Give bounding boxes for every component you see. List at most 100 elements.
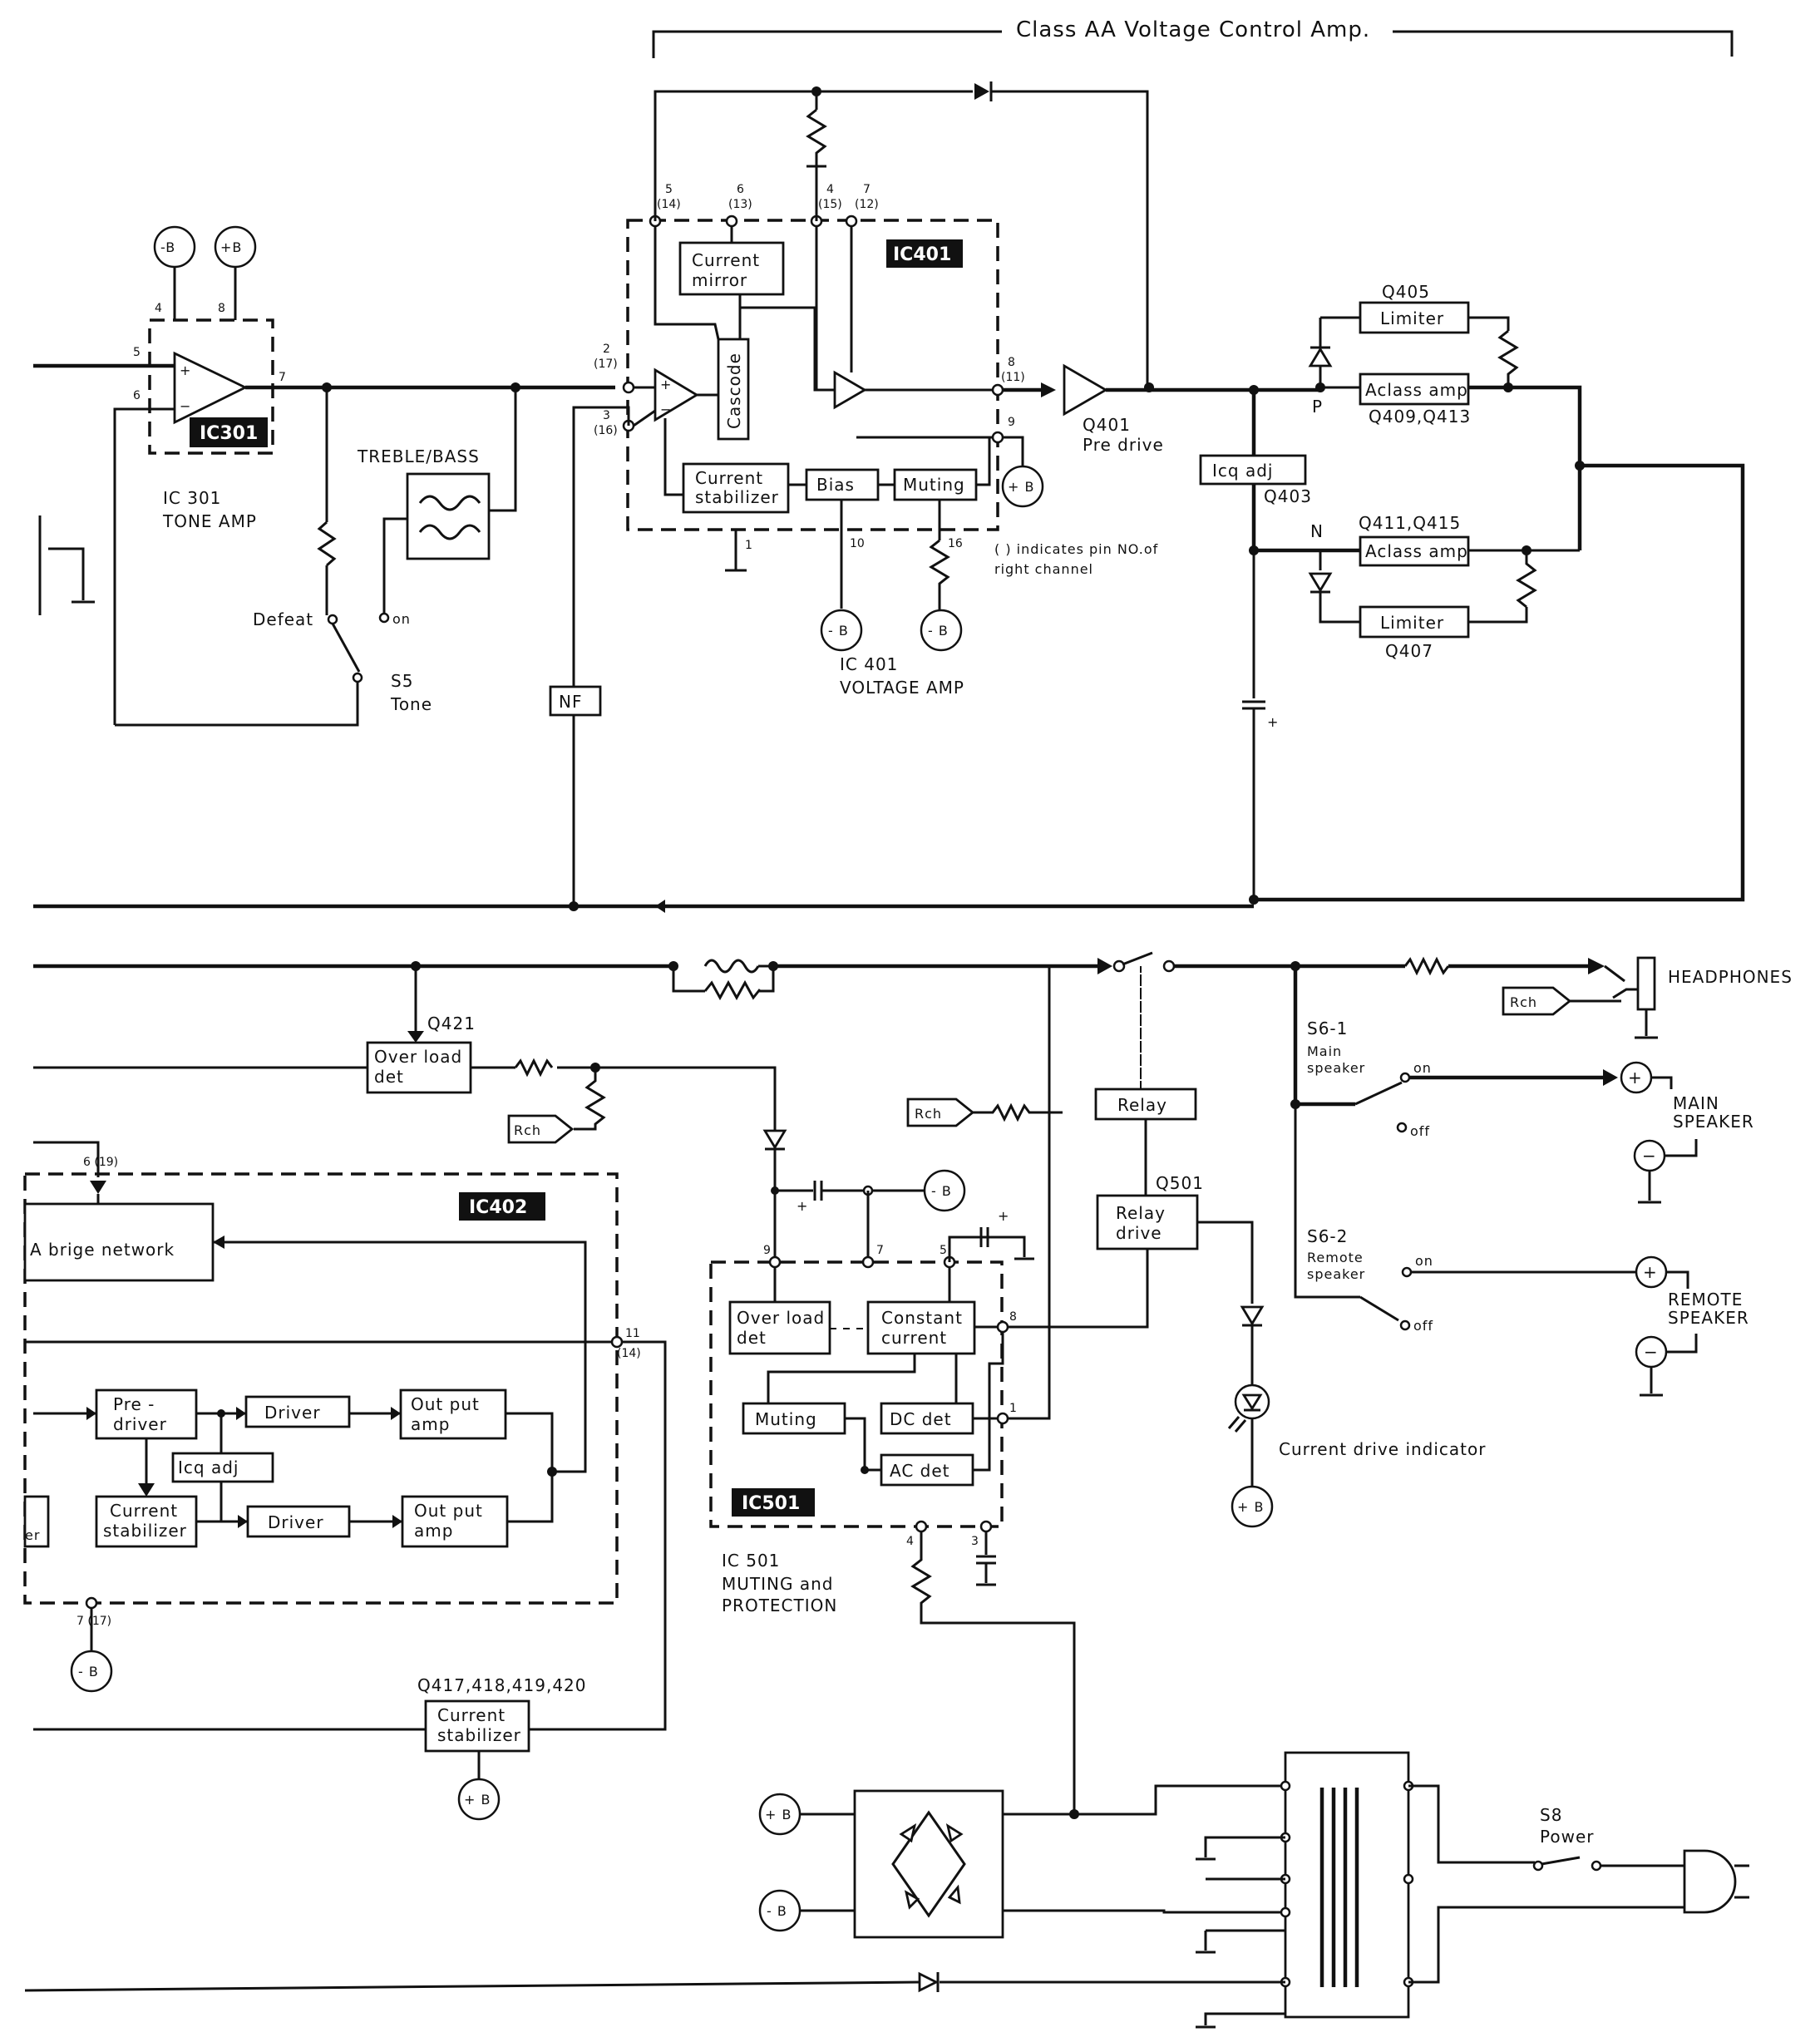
svg-text:Driver: Driver [268,1512,324,1532]
svg-text:6: 6 [133,389,141,402]
svg-text:stabilizer: stabilizer [437,1725,521,1745]
svg-text:Q417,418,419,420: Q417,418,419,420 [417,1675,587,1695]
svg-text:4: 4 [906,1535,914,1548]
ic501-section: + - B IC501 9 7 5 + Over load det Consta… [709,966,1076,1813]
svg-text:Over load: Over load [737,1308,825,1328]
svg-text:+: + [1267,714,1279,730]
svg-text:stabilizer: stabilizer [103,1521,187,1541]
svg-text:8: 8 [1009,1310,1017,1324]
svg-text:(14): (14) [617,1347,641,1360]
svg-text:Power: Power [1540,1827,1594,1847]
ic401-caption-2: VOLTAGE AMP [840,678,964,698]
svg-text:- B: - B [767,1903,787,1919]
ic402-section: IC402 6 (19) A brige network 11 (14) Pre… [23,1141,667,1731]
ic401-tag: IC401 [893,244,951,265]
svg-text:(14): (14) [657,198,681,211]
svg-text:speaker: speaker [1307,1060,1365,1076]
ic301-minus-b: -B [160,239,175,255]
svg-text:(15): (15) [818,198,842,211]
svg-text:NF: NF [559,692,582,712]
power-supply: + B - B [24,1751,1749,2029]
ic401-section: IC401 Current mirror Cascode + − Current… [594,183,1157,698]
svg-text:Current: Current [437,1705,506,1725]
svg-text:+: + [998,1208,1009,1224]
treble-bass-section: TREBLE/BASS on Defeat S5 Tone [253,387,517,714]
svg-text:(13): (13) [728,198,752,211]
s5-desc: Tone [390,694,432,714]
svg-text:Driver: Driver [264,1403,321,1423]
svg-text:Limiter: Limiter [1380,308,1444,328]
svg-text:N: N [1310,521,1324,541]
ic501-caption-2: MUTING and [722,1574,833,1594]
svg-text:DC det: DC det [890,1409,952,1429]
svg-text:Over load: Over load [374,1047,462,1067]
current-drive-indicator: Current drive indicator [1279,1439,1486,1459]
svg-text:7: 7 [863,183,871,196]
ic301-section: IC301 + − -B +B 4 8 5 6 7 IC 301 TONE AM… [33,225,359,727]
svg-text:- B: - B [931,1183,952,1199]
svg-text:Q403: Q403 [1264,486,1312,506]
svg-text:Q401: Q401 [1083,415,1131,435]
svg-text:8: 8 [218,302,225,315]
output-stage: Q405 Limiter P Aclass amp Q409,Q413 Icq … [1199,282,1745,905]
svg-text:9: 9 [1008,416,1015,429]
svg-text:−: − [1644,1342,1659,1362]
svg-text:5: 5 [940,1244,947,1257]
output-line: HEADPHONES Rch [33,951,1792,1089]
svg-text:- B: - B [78,1664,99,1679]
svg-text:Cascode: Cascode [724,353,744,429]
svg-text:7: 7 [876,1244,884,1257]
svg-text:4: 4 [155,302,162,315]
treble-bass-on: on [392,611,411,627]
svg-text:+ B: + B [464,1792,491,1808]
svg-text:+: + [1628,1068,1643,1088]
svg-text:+: + [180,363,191,378]
svg-text:SPEAKER: SPEAKER [1673,1112,1754,1132]
svg-text:6: 6 [737,183,744,196]
svg-text:+: + [1643,1262,1658,1282]
s5-label: S5 [391,671,413,691]
svg-text:amp: amp [414,1521,453,1541]
svg-text:3: 3 [971,1535,979,1548]
svg-text:mirror: mirror [692,270,747,290]
svg-text:Pre -: Pre - [113,1394,155,1414]
svg-text:stabilizer: stabilizer [695,487,779,507]
relay-section: Relay Q501 Relay drive Current drive ind… [906,966,1486,1528]
nf-loop: NF [33,406,1254,913]
svg-text:off: off [1413,1318,1433,1334]
svg-text:Current: Current [110,1501,178,1521]
svg-text:16: 16 [948,537,963,550]
svg-text:1: 1 [1009,1402,1017,1415]
svg-text:MAIN: MAIN [1673,1093,1719,1113]
svg-text:current: current [881,1328,947,1348]
svg-text:6 (19): 6 (19) [83,1156,118,1169]
svg-text:Constant: Constant [881,1308,963,1328]
svg-text:10: 10 [850,537,865,550]
svg-text:9: 9 [763,1244,771,1257]
svg-text:speaker: speaker [1307,1266,1365,1282]
svg-text:Rch: Rch [514,1122,541,1138]
svg-text:Icq adj: Icq adj [1212,461,1273,481]
svg-text:Icq adj: Icq adj [178,1457,239,1477]
svg-text:Bias: Bias [816,475,855,495]
ic401-top-loop [654,81,1149,387]
ic501-caption-1: IC 501 [722,1551,780,1571]
svg-text:Muting: Muting [755,1409,817,1429]
pin-note-2: right channel [994,561,1093,577]
svg-text:(17): (17) [594,358,618,371]
ic301-tag: IC301 [200,423,258,444]
svg-text:Out put: Out put [411,1394,480,1414]
svg-text:Q421: Q421 [427,1014,476,1033]
ic301-caption-2: TONE AMP [162,511,257,531]
svg-text:Q405: Q405 [1382,282,1430,302]
class-aa-bracket: Class AA Voltage Control Amp. [652,17,1734,58]
ic402-tag: IC402 [469,1197,527,1218]
speaker-switches: S6-1 Main speaker on + off MAIN SPEAKER … [1290,966,1754,1397]
svg-text:on: on [1413,1060,1432,1076]
svg-text:Remote: Remote [1307,1250,1364,1265]
svg-text:Aclass amp: Aclass amp [1365,541,1468,561]
svg-text:−: − [660,402,672,417]
svg-text:1: 1 [745,539,752,552]
svg-text:drive: drive [1116,1223,1162,1243]
